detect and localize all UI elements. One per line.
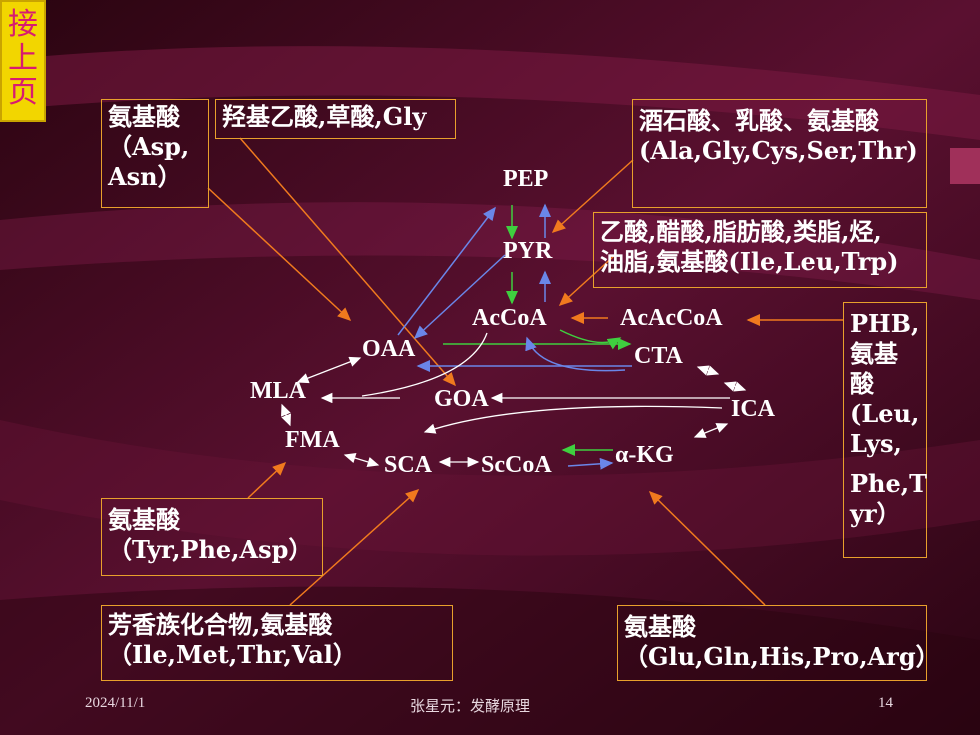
phb-line5: Lys,: [850, 429, 902, 458]
phb-line3: 酸: [850, 369, 874, 398]
metabolite-mla: MLA: [250, 378, 306, 404]
tyr-line1: 氨基酸: [108, 505, 180, 534]
amino-asp-line1: 氨基酸: [108, 102, 180, 131]
box-amino-acid-tyr: 氨基酸 （Tyr,Phe,Asp）: [101, 498, 323, 576]
amino-asp-line3: Asn）: [108, 162, 182, 191]
glu-line2: （Glu,Gln,His,Pro,Arg）: [624, 642, 940, 671]
metabolite-ica: ICA: [731, 396, 776, 422]
tyr-line2: （Tyr,Phe,Asp）: [108, 535, 313, 564]
box-phb: PHB, 氨基 酸 (Leu, Lys, Phe,T yr）: [843, 302, 927, 558]
aromatic-line2: （Ile,Met,Thr,Val）: [108, 640, 357, 669]
amino-asp-line2: （Asp,: [108, 132, 190, 161]
metabolite-cta: CTA: [634, 343, 683, 369]
box-amino-acid-glu: 氨基酸 （Glu,Gln,His,Pro,Arg）: [617, 605, 940, 681]
metabolite-pyr: PYR: [503, 238, 553, 264]
box-tartrate: 酒石酸、乳酸、氨基酸 (Ala,Gly,Cys,Ser,Thr): [632, 99, 927, 208]
nav-char-3: 页: [8, 75, 38, 110]
phb-line7: yr）: [850, 499, 901, 528]
phb-line4: (Leu,: [850, 399, 920, 428]
metabolite-acaccoa: AcAcCoA: [620, 305, 723, 331]
glu-line1: 氨基酸: [624, 612, 696, 641]
metabolite-goa: GOA: [434, 386, 489, 412]
acetate-line1: 乙酸,醋酸,脂肪酸,类脂,烃,: [600, 217, 882, 246]
phb-line2: 氨基: [850, 339, 898, 368]
footer-page-number: 14: [878, 695, 893, 711]
metabolite-sccoa: ScCoA: [481, 452, 552, 478]
aromatic-line1: 芳香族化合物,氨基酸: [108, 610, 333, 639]
metabolite-fma: FMA: [285, 427, 340, 453]
metabolite-accoa: AcCoA: [472, 305, 547, 331]
metabolite-oaa: OAA: [362, 336, 416, 362]
box-amino-acid-asp: 氨基酸 （Asp, Asn）: [101, 99, 209, 208]
tartrate-line1: 酒石酸、乳酸、氨基酸: [639, 106, 879, 135]
nav-char-1: 接: [8, 7, 38, 42]
acetate-line2: 油脂,氨基酸(Ile,Leu,Trp): [600, 247, 899, 276]
phb-line1: PHB,: [850, 309, 920, 338]
box-glycolate: 羟基乙酸,草酸,Gly: [215, 99, 456, 139]
metabolite-akg: α-KG: [615, 442, 674, 468]
box-aromatic: 芳香族化合物,氨基酸 （Ile,Met,Thr,Val）: [101, 605, 453, 681]
footer-date: 2024/11/1: [85, 695, 146, 711]
footer-author: 张星元：发酵原理: [410, 697, 531, 715]
phb-line6: Phe,T: [850, 469, 927, 498]
metabolite-pep: PEP: [503, 166, 549, 192]
glycolate-text: 羟基乙酸,草酸,Gly: [222, 102, 427, 131]
box-acetate: 乙酸,醋酸,脂肪酸,类脂,烃, 油脂,氨基酸(Ile,Leu,Trp): [593, 212, 927, 288]
nav-char-2: 上: [8, 41, 38, 76]
previous-page-button[interactable]: 接 上 页: [0, 0, 46, 122]
tartrate-line2: (Ala,Gly,Cys,Ser,Thr): [639, 136, 918, 165]
metabolite-sca: SCA: [384, 452, 433, 478]
